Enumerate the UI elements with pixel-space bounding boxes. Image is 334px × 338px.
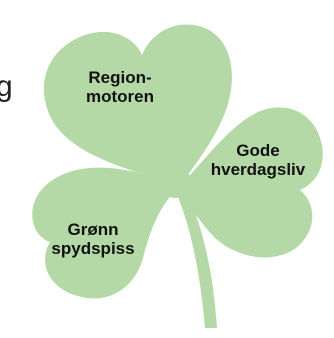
label-top-leaf: Region- motoren bbox=[86, 68, 154, 106]
label-left-leaf: Grønn spydspiss bbox=[51, 220, 135, 258]
label-right-leaf: Gode hverdagsliv bbox=[210, 141, 306, 179]
leaf-top bbox=[43, 24, 232, 189]
cropped-edge-text: g bbox=[0, 72, 13, 102]
leaf-center bbox=[159, 166, 191, 198]
leaf-right bbox=[178, 107, 323, 258]
leaf-left bbox=[32, 167, 179, 299]
leaf-stem bbox=[176, 188, 217, 328]
